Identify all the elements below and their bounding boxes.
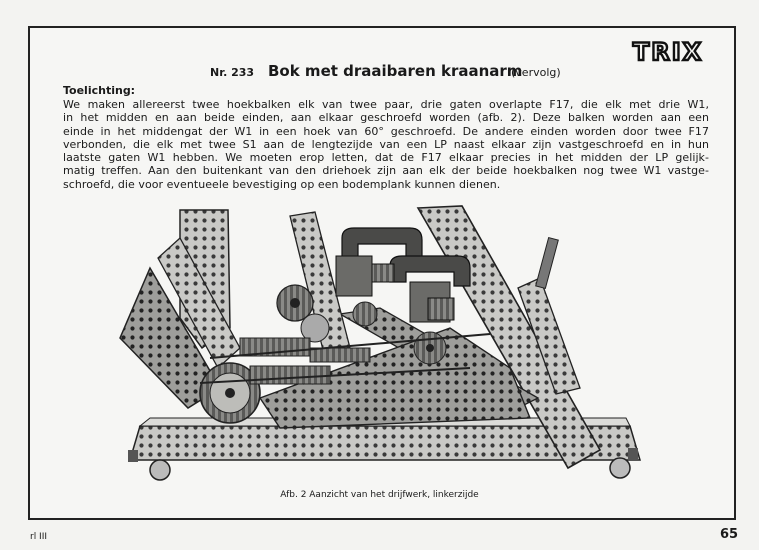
paragraph-line: laatste gaten W1 hebben. We moeten erop … <box>63 151 709 165</box>
trix-logo: TRIX <box>632 38 703 64</box>
page-title: Bok met draaibaren kraanarm <box>268 62 523 80</box>
paragraph-line: verbonden, die elk met twee S1 aan de le… <box>63 137 709 151</box>
mechanism-photo <box>119 205 642 481</box>
motor-unit <box>335 227 471 323</box>
paragraph-line: einde in het middengat der W1 in een hoe… <box>63 124 709 138</box>
explanation-paragraph: We maken allereerst twee hoekbalken elk … <box>63 98 709 191</box>
paragraph-line: matig treffen. Aan den buitenkant van de… <box>63 164 709 178</box>
model-number: Nr. 233 <box>210 66 255 79</box>
left-side-plates <box>119 209 241 409</box>
central-frame <box>258 211 532 429</box>
spring-coils <box>199 333 491 385</box>
title-row: Nr. 233 Bok met draaibaren kraanarm (ver… <box>210 60 610 84</box>
paragraph-line: in het midden en aan beide einden, aan e… <box>63 111 709 125</box>
section-heading: Toelichting: <box>63 84 136 97</box>
gear-train <box>199 284 447 424</box>
base-frame <box>128 417 642 481</box>
page-number: 65 <box>720 527 739 542</box>
figure-caption: Afb. 2 Aanzicht van het drijfwerk, linke… <box>280 490 479 500</box>
continued-note: (vervolg) <box>511 66 561 79</box>
paragraph-line: We maken allereerst twee hoekbalken elk … <box>63 98 709 111</box>
paragraph-line: schroefd, die voor eventueele bevestigin… <box>63 177 501 191</box>
trix-logo-text: TRIX <box>633 38 703 64</box>
footer-reference: rl III <box>30 532 48 542</box>
